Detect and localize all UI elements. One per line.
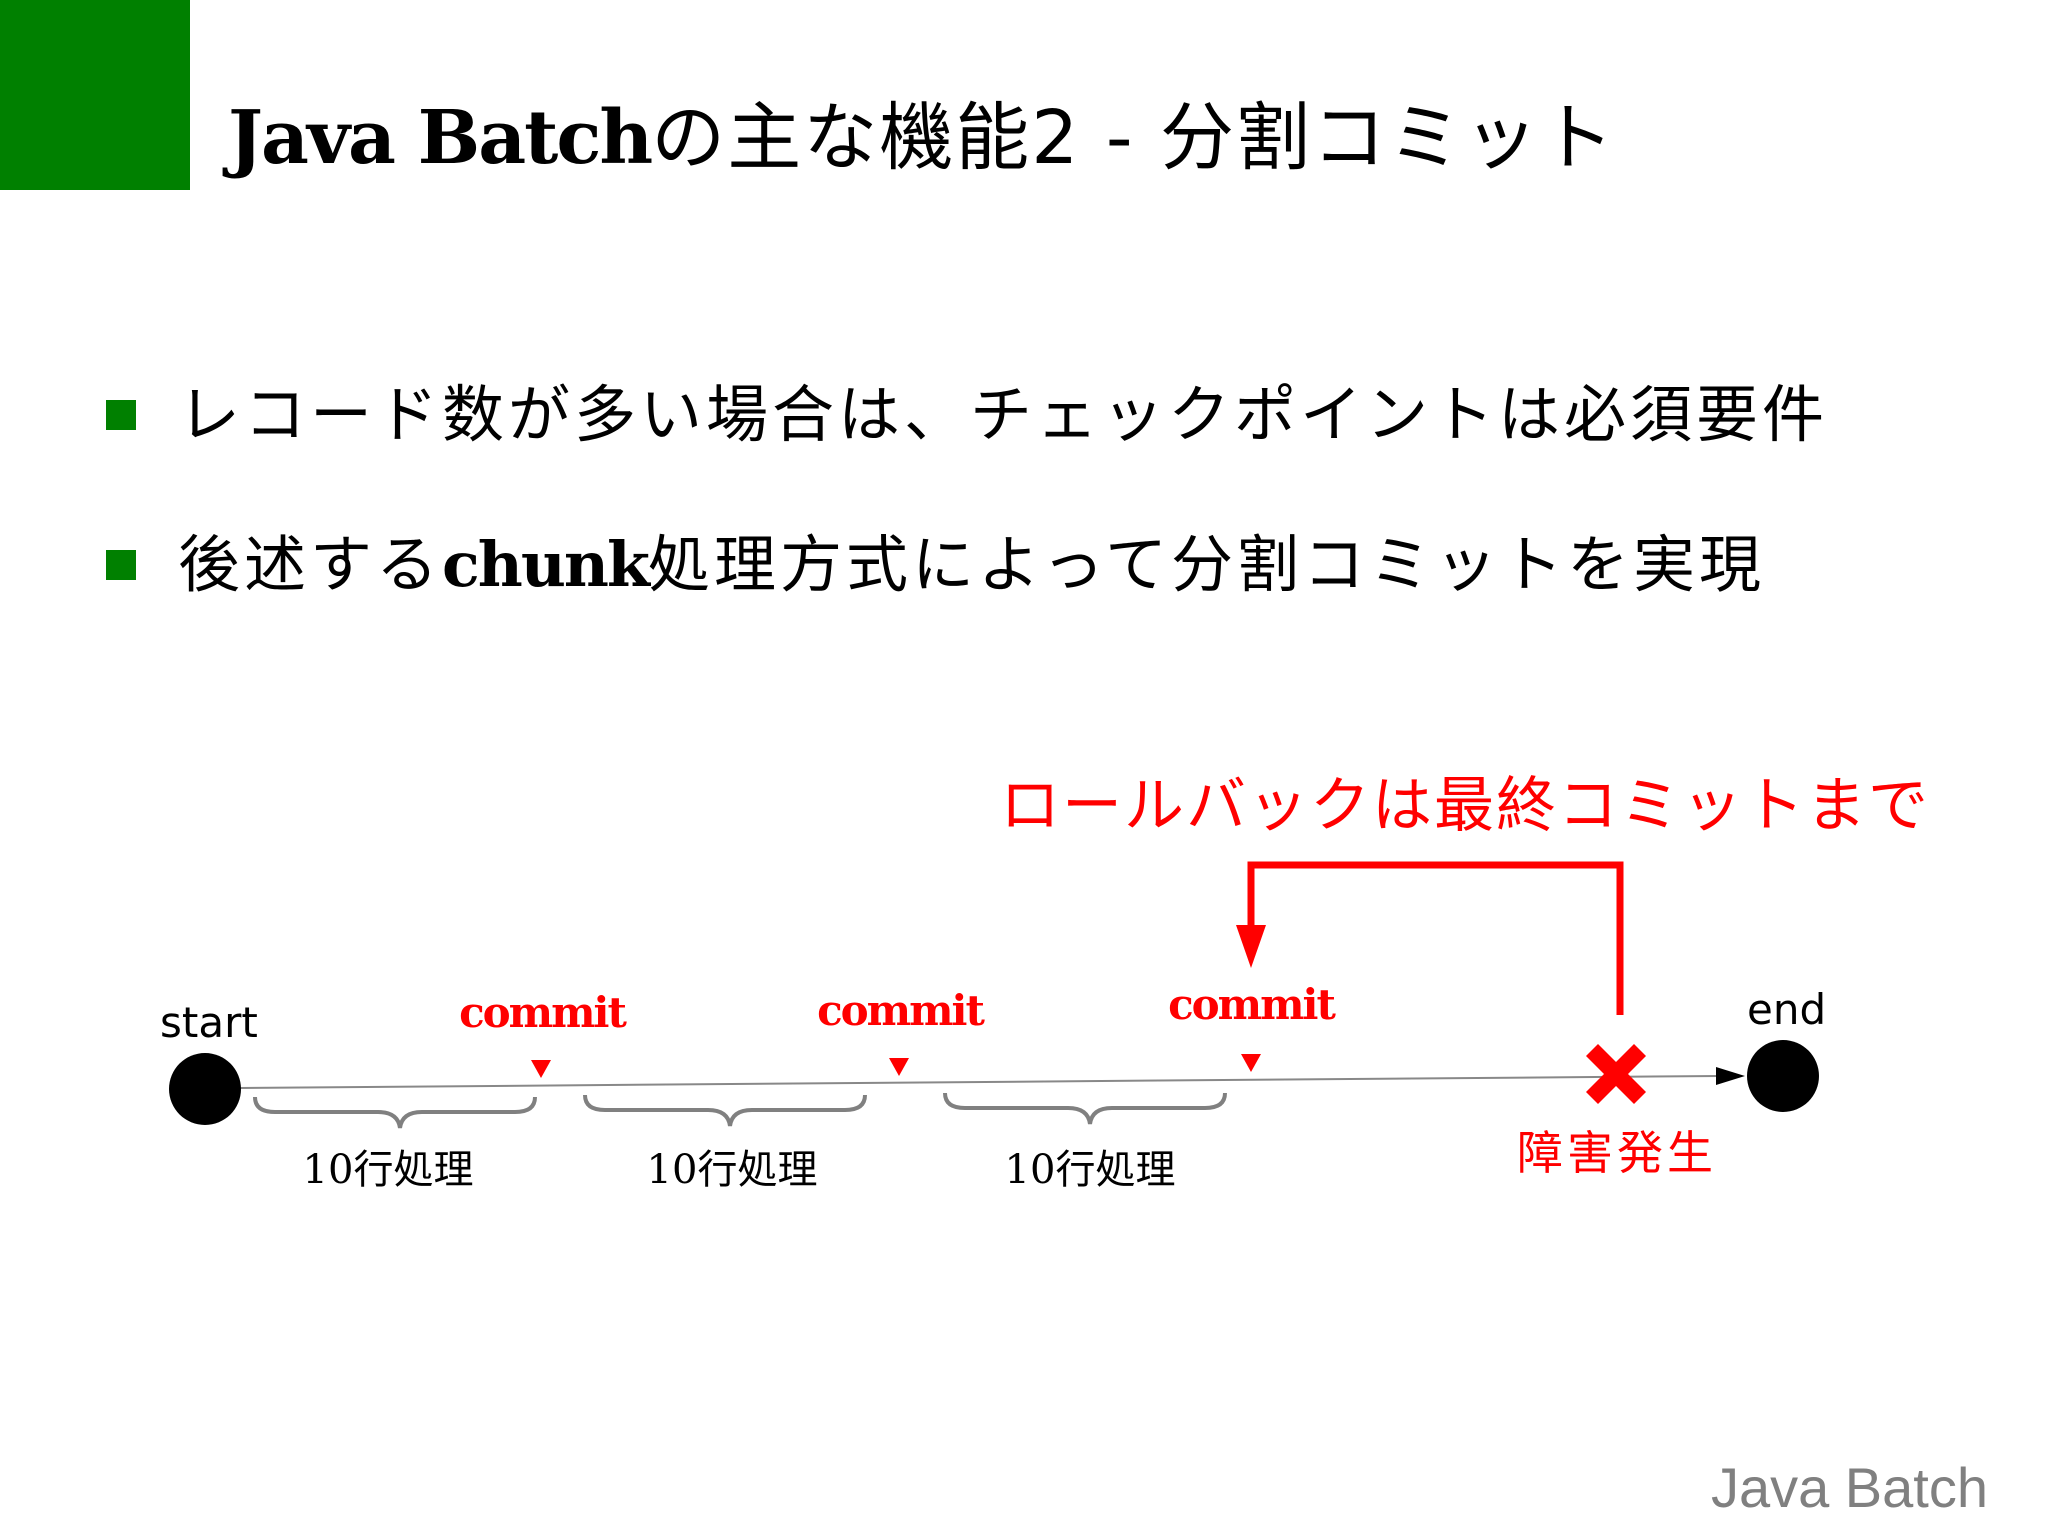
bullet-text-part: レコード数が多い場合は、チェックポイントは必須要件 bbox=[178, 378, 1829, 451]
bullet-text: レコード数が多い場合は、チェックポイントは必須要件 bbox=[178, 375, 1828, 455]
timeline-line bbox=[239, 1075, 1721, 1089]
bullet-gothic-word: chunk bbox=[442, 528, 650, 601]
chunk-label: 10行処理 bbox=[646, 1147, 818, 1193]
start-node-icon bbox=[169, 1053, 241, 1125]
square-bullet-icon bbox=[106, 400, 136, 430]
timeline-arrowhead-icon bbox=[1716, 1067, 1745, 1085]
chunk-label: 10行処理 bbox=[302, 1147, 474, 1193]
square-bullet-icon bbox=[106, 550, 136, 580]
end-label: end bbox=[1747, 985, 1827, 1034]
chunk-braces bbox=[253, 1092, 1227, 1129]
commit-marker-icon bbox=[889, 1058, 909, 1076]
commit-marker-icon bbox=[531, 1060, 551, 1078]
end-node-icon bbox=[1747, 1040, 1819, 1112]
footer-label: Java Batch bbox=[1710, 1456, 1988, 1519]
bullet-item-1: レコード数が多い場合は、チェックポイントは必須要件 bbox=[106, 375, 1828, 455]
bullet-text: 後述するchunk処理方式によって分割コミットを実現 bbox=[178, 525, 1765, 605]
commit-marker-icon bbox=[1241, 1054, 1261, 1072]
failure-label: 障害発生 bbox=[1517, 1126, 1717, 1180]
chunk-label: 10行処理 bbox=[1004, 1147, 1176, 1193]
slide-title: Java Batchの主な機能2 ‐ 分割コミット bbox=[228, 88, 1616, 188]
bullet-text-part: 後述する bbox=[178, 528, 443, 601]
rollback-label: ロールバックは最終コミットまで bbox=[1000, 771, 1930, 841]
commit-label: commit bbox=[817, 986, 985, 1035]
commit-label: commit bbox=[459, 988, 627, 1037]
title-accent-block bbox=[0, 0, 190, 190]
bullet-item-2: 後述するchunk処理方式によって分割コミットを実現 bbox=[106, 525, 1765, 605]
rollback-arrow bbox=[1236, 861, 1624, 1015]
bullet-text-part: 処理方式によって分割コミットを実現 bbox=[647, 528, 1766, 601]
cross-icon bbox=[1585, 1043, 1647, 1105]
title-gothic-part: Java Batch bbox=[228, 95, 653, 181]
brace-icon bbox=[253, 1096, 537, 1129]
start-label: start bbox=[160, 998, 258, 1047]
title-rest: の主な機能2 ‐ 分割コミット bbox=[651, 95, 1617, 181]
brace-icon bbox=[583, 1094, 867, 1127]
commit-label: commit bbox=[1168, 980, 1336, 1029]
brace-icon bbox=[943, 1092, 1227, 1125]
